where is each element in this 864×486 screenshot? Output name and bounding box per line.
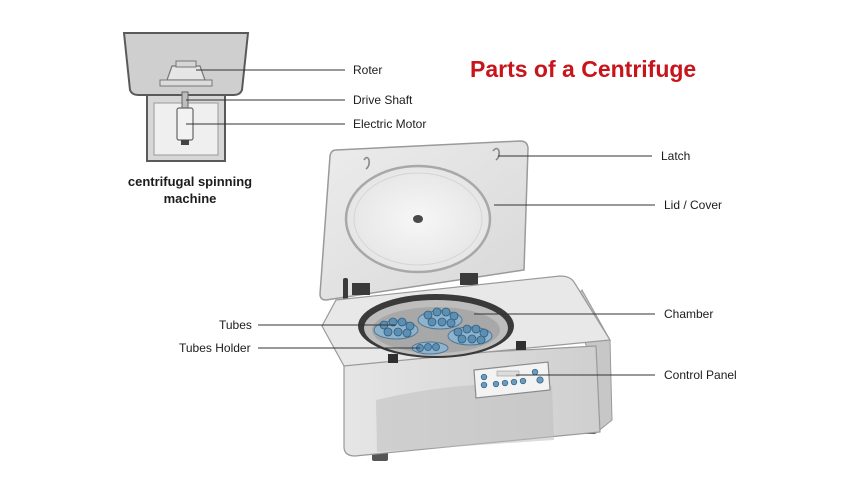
label-drive-shaft: Drive Shaft: [353, 93, 413, 107]
switch: [388, 354, 398, 363]
centrifuge: [319, 140, 613, 461]
label-control-panel: Control Panel: [664, 368, 737, 382]
label-tubes-holder: Tubes Holder: [179, 341, 251, 355]
inset-caption: centrifugal spinning machine: [127, 174, 253, 206]
inset-machine: [122, 32, 250, 162]
label-lid-cover: Lid / Cover: [664, 198, 723, 212]
latch: [363, 156, 370, 170]
label-roter: Roter: [353, 63, 383, 77]
label-latch: Latch: [661, 149, 691, 163]
switch: [516, 341, 526, 350]
latch: [492, 147, 500, 161]
control-buttons: [480, 368, 544, 389]
label-electric-motor: Electric Motor: [353, 117, 427, 131]
hinge: [352, 283, 370, 295]
diagram-title: Parts of a Centrifuge: [470, 56, 697, 82]
leader-lines: [186, 69, 655, 376]
inset-rotor: [166, 65, 206, 81]
label-tubes: Tubes: [219, 318, 252, 332]
lid-hub: [413, 215, 423, 223]
hinge: [460, 273, 478, 285]
label-chamber: Chamber: [664, 307, 714, 321]
